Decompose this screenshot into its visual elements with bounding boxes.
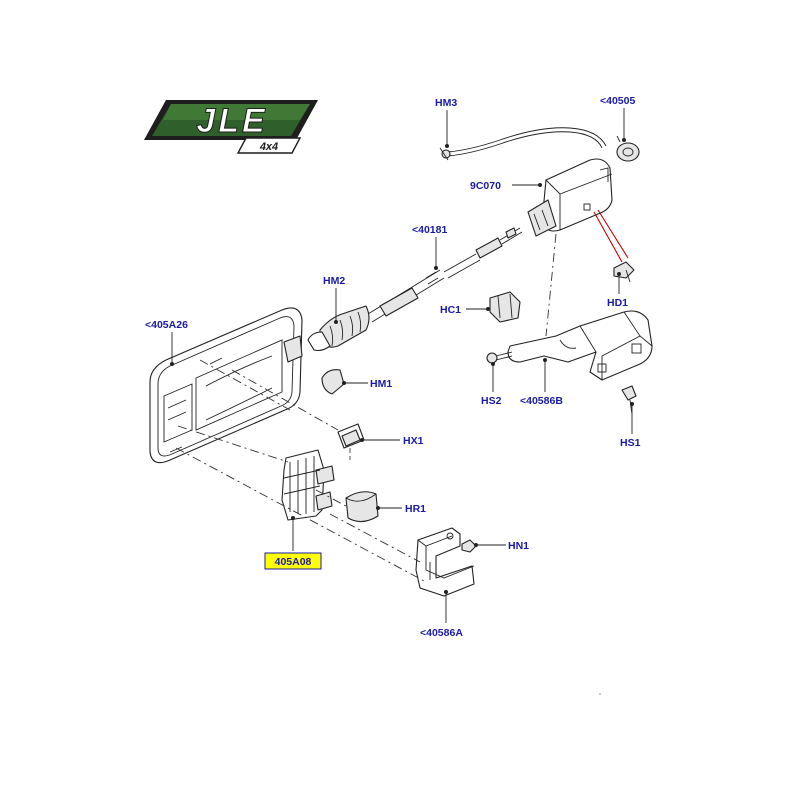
callout-40586a[interactable]: <40586A <box>420 627 463 639</box>
bracket-40586a <box>415 527 475 597</box>
clip-hc1 <box>489 291 521 323</box>
stray-mark <box>599 693 601 695</box>
actuator-9c070 <box>527 158 613 237</box>
callout-hr1[interactable]: HR1 <box>405 503 426 515</box>
callout-labels: HM3 <40505 9C070 <40181 HD1 HM2 HC1 <405… <box>145 95 641 639</box>
callout-hx1[interactable]: HX1 <box>403 435 424 447</box>
callout-9c070[interactable]: 9C070 <box>470 180 501 192</box>
callout-hs1[interactable]: HS1 <box>620 437 641 449</box>
clip-hm1 <box>321 369 345 395</box>
callout-hc1[interactable]: HC1 <box>440 304 461 316</box>
leader-lines <box>170 108 634 623</box>
screw-hs1 <box>621 385 637 415</box>
nut-hn1 <box>461 539 477 553</box>
release-cable <box>307 227 523 352</box>
clip-hx1 <box>337 423 365 449</box>
logo-sub-text: 4x4 <box>259 141 278 153</box>
alignment-lines <box>175 359 427 583</box>
callout-405a26[interactable]: <405A26 <box>145 319 188 331</box>
callout-hd1[interactable]: HD1 <box>607 297 628 309</box>
alignment-line-actuator <box>545 233 557 337</box>
sleeve-hr1 <box>345 491 379 523</box>
cap-40505 <box>616 135 640 162</box>
callout-hm1[interactable]: HM1 <box>370 378 392 390</box>
bracket-40586b <box>507 310 653 381</box>
callout-hm2[interactable]: HM2 <box>323 275 345 287</box>
callout-40181[interactable]: <40181 <box>412 224 447 236</box>
brand-logo: JLE 4x4 <box>144 100 318 154</box>
callout-hm3[interactable]: HM3 <box>435 97 457 109</box>
clip-hd1 <box>613 261 635 283</box>
hm3-cable <box>439 127 607 161</box>
latch-405a08 <box>281 449 335 521</box>
logo-brand-text: JLE <box>196 102 267 140</box>
callout-40586b[interactable]: <40586B <box>520 395 563 407</box>
red-leader-lines <box>593 209 629 263</box>
callout-405a08-highlight[interactable]: 405A08 <box>264 552 322 570</box>
callout-hn1[interactable]: HN1 <box>508 540 529 552</box>
callout-405a08[interactable]: 405A08 <box>275 556 312 568</box>
fuel-flap-door <box>149 307 303 464</box>
callout-40505[interactable]: <40505 <box>600 95 635 107</box>
callout-hs2[interactable]: HS2 <box>481 395 502 407</box>
